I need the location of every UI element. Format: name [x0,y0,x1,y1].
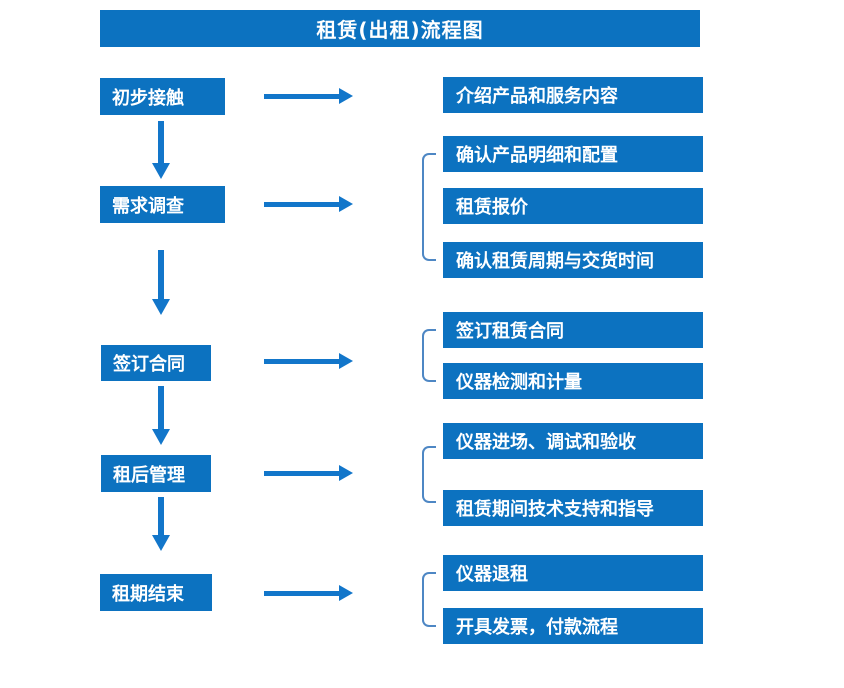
down-arrow-icon [152,121,170,179]
down-arrow-icon [152,386,170,445]
arrow-shaft [158,497,164,535]
arrow-shaft [158,386,164,429]
group-bracket [422,572,436,627]
step-box-post-rental-management: 租后管理 [101,455,211,492]
arrow-shaft [264,202,339,207]
right-arrow-icon [264,585,353,601]
group-bracket [422,446,436,503]
arrow-head [339,196,353,212]
right-arrow-icon [264,465,353,481]
arrow-shaft [158,250,164,299]
detail-box: 租赁报价 [443,188,703,224]
arrow-shaft [264,359,339,364]
step-box-initial-contact: 初步接触 [100,78,225,115]
step-box-sign-contract: 签订合同 [101,345,211,381]
right-arrow-icon [264,196,353,212]
group-bracket [422,153,436,261]
detail-box: 确认产品明细和配置 [443,136,703,172]
detail-box: 确认租赁周期与交货时间 [443,242,703,278]
step-box-rental-end: 租期结束 [100,574,212,611]
flowchart-title: 租赁(出租)流程图 [100,10,700,47]
right-arrow-icon [264,88,353,104]
detail-box: 开具发票，付款流程 [443,608,703,644]
down-arrow-icon [152,497,170,551]
group-bracket [422,329,436,382]
detail-box: 租赁期间技术支持和指导 [443,490,703,526]
detail-box: 仪器退租 [443,555,703,591]
arrow-head [339,465,353,481]
arrow-shaft [264,471,339,476]
arrow-head [152,429,170,445]
right-arrow-icon [264,353,353,369]
arrow-shaft [158,121,164,163]
arrow-head [152,535,170,551]
arrow-head [339,353,353,369]
detail-box: 签订租赁合同 [443,312,703,348]
arrow-shaft [264,591,339,596]
arrow-head [339,88,353,104]
arrow-shaft [264,94,339,99]
step-box-demand-survey: 需求调查 [100,186,225,223]
arrow-head [152,163,170,179]
detail-box: 仪器检测和计量 [443,363,703,399]
arrow-head [339,585,353,601]
down-arrow-icon [152,250,170,315]
detail-box: 介绍产品和服务内容 [443,77,703,113]
detail-box: 仪器进场、调试和验收 [443,423,703,459]
arrow-head [152,299,170,315]
